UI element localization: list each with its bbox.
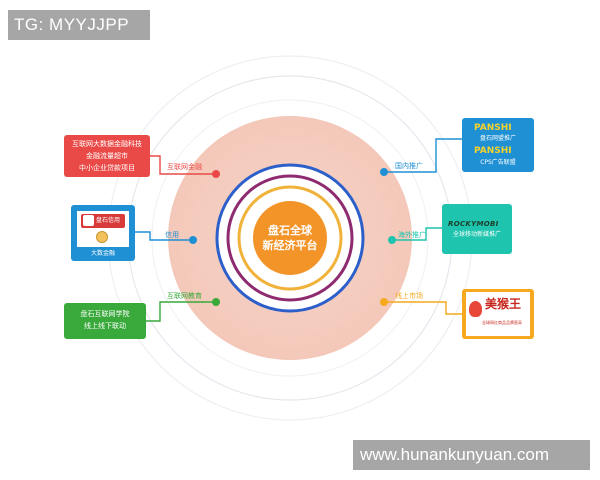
credit-seal-icon [96, 231, 108, 243]
credit-logo-panel: 盘石信用 [77, 211, 129, 247]
dot-overseas [388, 236, 396, 244]
dot-domestic [380, 168, 388, 176]
outer-ring-faint-3 [151, 99, 429, 377]
finance-line-1: 互联网大数据金融科技 [72, 140, 142, 148]
watermark-top-left: TG: MYYJJPP [8, 10, 150, 40]
connector-domestic [384, 138, 462, 173]
card-education: 盘石互联网学院 线上线下联动 [64, 303, 146, 339]
center-line2: 新经济平台 [263, 238, 318, 252]
dot-credit [189, 236, 197, 244]
domestic-logo-2: PANSHI [474, 146, 512, 156]
dot-mall [380, 298, 388, 306]
dot-education [212, 298, 220, 306]
label-domestic-promotion: 国内推广 [395, 161, 423, 170]
card-domestic: PANSHI 盘石网盟推广 PANSHI CPS广告联盟 [462, 118, 534, 172]
mall-brand: 美猴王 [485, 297, 522, 311]
finance-line-3: 中小企业贷款项目 [79, 164, 135, 172]
card-mall: 美猴王 全球网红商品品牌直采 [462, 289, 534, 339]
ring-gold [237, 185, 343, 291]
credit-caption: 大数金融 [90, 250, 115, 257]
connector-credit [135, 231, 192, 241]
monkey-mascot-icon [469, 301, 482, 317]
credit-badge: 盘石信用 [81, 214, 125, 228]
label-internet-finance: 互联网金融 [167, 162, 202, 171]
mall-logo-panel: 美猴王 全球网红商品品牌直采 [466, 292, 530, 336]
label-credit: 信用 [165, 230, 179, 239]
ring-purple [226, 174, 354, 302]
education-line-1: 盘石互联网学院 [80, 310, 130, 318]
ring-blue [215, 163, 365, 313]
card-credit: 盘石信用 大数金融 [71, 205, 135, 261]
domestic-logo-1: PANSHI [474, 123, 512, 133]
mall-slogan: 全球网红商品品牌直采 [482, 320, 522, 325]
finance-line-2: 金融流量超市 [86, 152, 128, 160]
domestic-line-1: 盘石网盟推广 [479, 135, 516, 142]
connector-overseas [392, 227, 442, 241]
watermark-bottom-right: www.hunankunyuan.com [353, 440, 590, 470]
label-online-mall: 线上市场 [395, 291, 423, 300]
domestic-line-2: CPS广告联盟 [480, 159, 516, 166]
connector-finance [150, 155, 214, 175]
center-line1: 盘石全球 [268, 223, 313, 237]
dot-finance [212, 170, 220, 178]
center-disc [253, 201, 327, 275]
label-internet-education: 互联网教育 [167, 291, 202, 300]
label-overseas-promotion: 海外推广 [398, 230, 426, 239]
card-overseas: ROCKYMOBI 全球移动新媒推广 [442, 204, 512, 254]
card-finance: 互联网大数据金融科技 金融流量超市 中小企业贷款项目 [64, 135, 150, 177]
connector-mall [384, 301, 462, 315]
credit-badge-mark [83, 215, 94, 226]
overseas-caption: 全球移动新媒推广 [452, 231, 501, 238]
education-line-2: 线上线下联动 [84, 322, 126, 330]
overseas-logo: ROCKYMOBI [448, 220, 499, 228]
credit-badge-text: 盘石信用 [96, 217, 121, 224]
connector-education [146, 301, 214, 322]
